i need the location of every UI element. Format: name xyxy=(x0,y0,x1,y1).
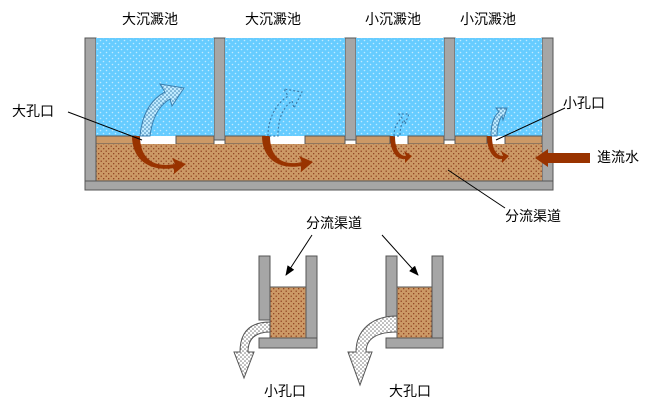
detail-small-arrow xyxy=(233,321,271,380)
detail-large-arrow xyxy=(347,315,398,387)
leader-large-orifice xyxy=(67,111,143,141)
basin-label-2: 大沉澱池 xyxy=(245,12,301,28)
inflow-arrow xyxy=(535,149,590,167)
label-inflow: 進流水 xyxy=(597,150,639,166)
detail-caption-large: 大孔口 xyxy=(389,384,431,400)
basin-label-4: 小沉澱池 xyxy=(460,12,516,28)
detail-caption-small: 小孔口 xyxy=(264,384,306,400)
wall-2 xyxy=(213,37,226,141)
upflow-arrow-3 xyxy=(393,113,410,137)
distribution-channel xyxy=(96,144,542,181)
flow-arrow-1 xyxy=(132,136,186,174)
basin-water-1 xyxy=(96,38,214,136)
basin-label-1: 大沉澱池 xyxy=(122,12,178,28)
label-channel: 分流渠道 xyxy=(505,209,561,225)
flow-arrow-3 xyxy=(390,136,412,163)
basin-label-3: 小沉澱池 xyxy=(365,12,421,28)
flow-arrow-2 xyxy=(262,136,313,172)
leader-channel xyxy=(447,169,506,209)
bottom-slab xyxy=(84,180,554,191)
floor-4a xyxy=(454,135,488,145)
basin-water-3 xyxy=(356,38,444,136)
detail-channel-label: 分流渠道 xyxy=(306,216,362,232)
wall-3 xyxy=(344,37,357,141)
floor-1a xyxy=(95,135,137,145)
detail-pointer-left xyxy=(285,234,313,276)
floor-1b xyxy=(175,135,215,145)
upflow-arrow-2 xyxy=(267,88,303,137)
floor-2b xyxy=(304,135,346,145)
upflow-arrow-1 xyxy=(139,83,185,137)
flow-arrow-4 xyxy=(487,136,509,163)
floor-3a xyxy=(355,135,391,145)
floor-2a xyxy=(224,135,266,145)
basin-water-2 xyxy=(225,38,345,136)
detail-pointer-right xyxy=(381,234,419,276)
upflow-arrow-4 xyxy=(490,107,508,137)
label-small-orifice: 小孔口 xyxy=(563,96,605,112)
detail-small-orifice xyxy=(233,255,318,380)
wall-1 xyxy=(84,37,97,182)
wall-4 xyxy=(443,37,456,141)
leader-small-orifice xyxy=(495,107,566,141)
detail-large-orifice xyxy=(347,255,444,387)
floor-4b xyxy=(504,135,543,145)
label-large-orifice: 大孔口 xyxy=(12,104,54,120)
floor-3b xyxy=(407,135,445,145)
